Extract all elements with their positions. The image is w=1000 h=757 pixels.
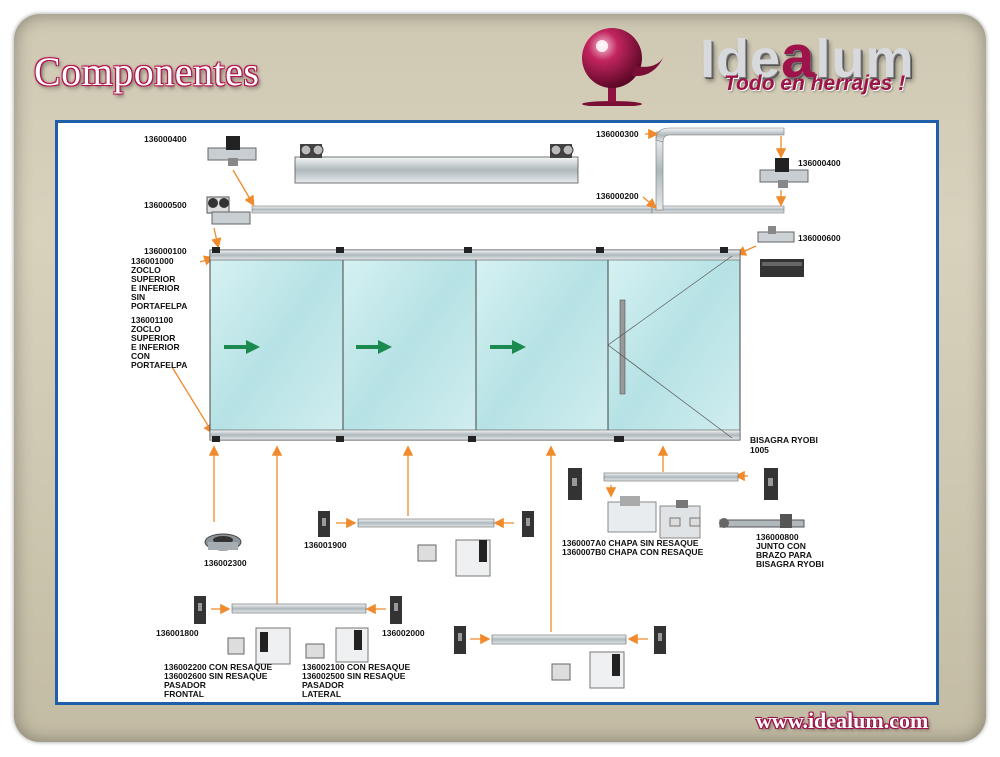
svg-text:CON: CON — [131, 351, 150, 361]
bottom-bar-center-icon — [454, 626, 666, 689]
svg-text:136002600 SIN RESAQUE: 136002600 SIN RESAQUE — [164, 671, 268, 681]
svg-text:LATERAL: LATERAL — [302, 689, 341, 699]
label-pasador-frontal: 136002200 CON RESAQUE 136002600 SIN RESA… — [164, 662, 273, 699]
direction-arrow-icon — [224, 340, 526, 354]
svg-text:136001100: 136001100 — [131, 315, 173, 325]
roller-136000400-right-icon — [759, 158, 809, 188]
svg-text:BISAGRA RYOBI: BISAGRA RYOBI — [756, 559, 824, 569]
svg-text:136001000: 136001000 — [131, 256, 174, 266]
floor-guide-136002300-icon — [204, 533, 242, 551]
label-pasador-lateral: 136002100 CON RESAQUE 136002500 SIN RESA… — [302, 662, 411, 699]
label-136000200: 136000200 — [596, 191, 639, 201]
website-link[interactable]: www.idealum.com — [756, 708, 929, 733]
brand-logo-icon — [582, 28, 664, 106]
svg-text:SIN: SIN — [131, 292, 145, 302]
svg-text:1360007A0 CHAPA SIN RESAQUE: 1360007A0 CHAPA SIN RESAQUE — [562, 538, 699, 548]
part-labels: 136000400 136000500 136000100 136001000 … — [131, 129, 841, 699]
svg-text:E INFERIOR: E INFERIOR — [131, 342, 180, 352]
brand-slogan: Todo en herrajes ! — [724, 72, 906, 95]
bottom-bar-136001800-icon — [194, 596, 402, 665]
brand-name: Idealum — [700, 23, 915, 90]
label-136000800: 136000800 JUNTO CON BRAZO PARA BISAGRA R… — [756, 532, 824, 569]
svg-text:BRAZO PARA: BRAZO PARA — [756, 550, 812, 560]
bottom-bar-136001900-icon — [318, 511, 534, 577]
label-bisagra: BISAGRA RYOBI 1005 — [750, 435, 818, 455]
svg-text:136000800: 136000800 — [756, 532, 799, 542]
label-136001000: 136001000 ZOCLO SUPERIOR E INFERIOR SIN … — [131, 256, 187, 311]
label-136000300: 136000300 — [596, 129, 639, 139]
svg-text:SUPERIOR: SUPERIOR — [131, 333, 175, 343]
svg-text:ZOCLO: ZOCLO — [131, 324, 161, 334]
svg-text:BISAGRA RYOBI: BISAGRA RYOBI — [750, 435, 818, 445]
svg-text:FRONTAL: FRONTAL — [164, 689, 204, 699]
label-136001100: 136001100 ZOCLO SUPERIOR E INFERIOR CON … — [131, 315, 187, 370]
svg-text:SUPERIOR: SUPERIOR — [131, 274, 175, 284]
header-profile — [294, 144, 579, 184]
page-title: Componentes — [34, 49, 260, 94]
label-136002300: 136002300 — [204, 558, 247, 568]
svg-text:PORTAFELPA: PORTAFELPA — [131, 301, 187, 311]
arm-136000800-icon — [719, 514, 805, 528]
label-136000600: 136000600 — [798, 233, 841, 243]
label-136000100: 136000100 — [144, 246, 187, 256]
svg-text:ZOCLO: ZOCLO — [131, 265, 161, 275]
svg-text:136002200 CON RESAQUE: 136002200 CON RESAQUE — [164, 662, 273, 672]
label-136001900: 136001900 — [304, 540, 347, 550]
roller-136000400-left-icon — [207, 136, 257, 166]
svg-text:JUNTO CON: JUNTO CON — [756, 541, 806, 551]
glass-door-assembly — [209, 247, 741, 442]
svg-text:PASADOR: PASADOR — [302, 680, 344, 690]
svg-text:1005: 1005 — [750, 445, 769, 455]
top-track — [251, 127, 785, 214]
label-136000500: 136000500 — [144, 200, 187, 210]
label-136002000: 136002000 — [382, 628, 425, 638]
svg-text:1360007B0 CHAPA CON RESAQUE: 1360007B0 CHAPA CON RESAQUE — [562, 547, 704, 557]
pivot-136000600-icon — [757, 226, 804, 277]
callout-arrows-bottom — [208, 445, 748, 645]
svg-text:PASADOR: PASADOR — [164, 680, 206, 690]
roller-136000500-icon — [206, 196, 251, 225]
svg-text:E INFERIOR: E INFERIOR — [131, 283, 180, 293]
label-136000400-right: 136000400 — [798, 158, 841, 168]
svg-text:136002100 CON RESAQUE: 136002100 CON RESAQUE — [302, 662, 411, 672]
label-136001800: 136001800 — [156, 628, 199, 638]
svg-text:136002500 SIN RESAQUE: 136002500 SIN RESAQUE — [302, 671, 406, 681]
lock-plate-assembly-icon — [568, 468, 778, 539]
label-chapa: 1360007A0 CHAPA SIN RESAQUE 1360007B0 CH… — [562, 538, 704, 557]
svg-text:PORTAFELPA: PORTAFELPA — [131, 360, 187, 370]
label-136000400-left: 136000400 — [144, 134, 187, 144]
